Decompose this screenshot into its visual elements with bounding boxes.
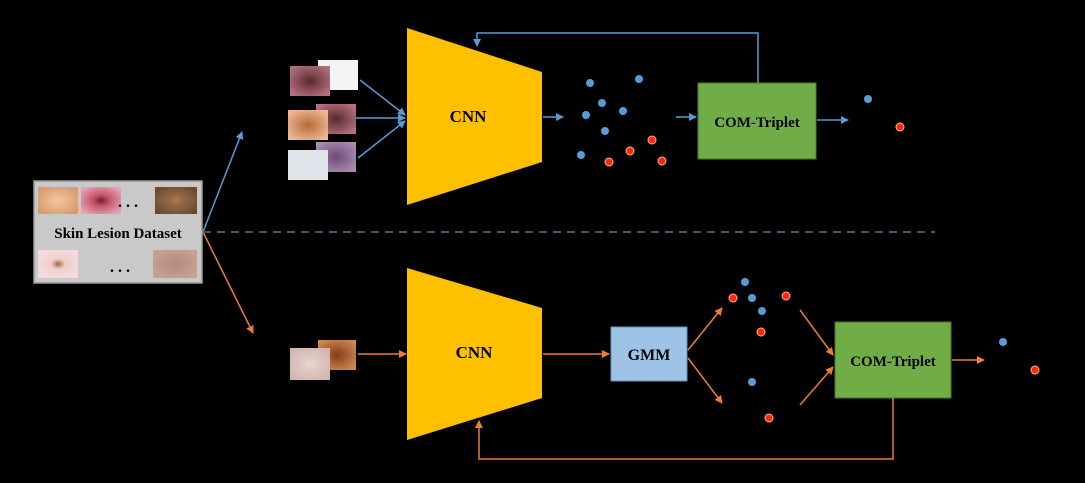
feature-point-blue [619, 107, 627, 115]
feature-point-red [728, 293, 738, 303]
feature-point-blue [758, 307, 766, 315]
com-triplet-label-top: COM-Triplet [714, 115, 800, 131]
dataset-thumbnail [38, 250, 78, 278]
cnn-trapezoid-top [407, 28, 542, 205]
output-point-blue [999, 338, 1007, 346]
feature-point-blue [598, 99, 606, 107]
feature-point-blue [748, 378, 756, 386]
top-input-images [288, 60, 358, 180]
dataset-thumbnail [38, 187, 78, 214]
lesion-thumbnail [290, 66, 330, 96]
dataset-title: Skin Lesion Dataset [54, 226, 182, 242]
dataset-panel: . . . Skin Lesion Dataset . . . [33, 180, 203, 284]
gmm-box [610, 326, 688, 382]
arrow-to-top-branch [202, 131, 244, 233]
input-arrow [359, 79, 406, 116]
dataset-thumbnail [155, 187, 197, 214]
feature-point-blue [741, 278, 749, 286]
input-arrow [357, 120, 406, 159]
output-point-red [895, 122, 905, 132]
feature-point-red [625, 146, 635, 156]
feature-point-red [657, 156, 667, 166]
cnn-label-bottom: CNN [456, 343, 494, 362]
com-triplet-label-bottom: COM-Triplet [850, 354, 936, 370]
dataset-ellipsis-top: . . . [118, 194, 138, 211]
feedback-arrow-top [473, 32, 759, 83]
cnn-trapezoid-bottom [407, 268, 542, 440]
feature-point-blue [586, 79, 594, 87]
output-point-blue [864, 95, 872, 103]
feature-point-red [647, 135, 657, 145]
feature-point-blue [601, 127, 609, 135]
dataset-thumbnail [81, 187, 121, 214]
bottom-input-images [290, 340, 356, 380]
feature-point-red [781, 291, 791, 301]
gmm-label: GMM [628, 347, 671, 364]
feature-point-blue [748, 294, 756, 302]
merge-arrow-up [799, 309, 834, 356]
feature-point-blue [577, 151, 585, 159]
gmm-split-arrow-up [687, 307, 723, 351]
output-point-red [1030, 365, 1040, 375]
com-triplet-box-bottom [834, 321, 952, 399]
feedback-arrow-bottom [475, 398, 894, 460]
dataset-thumbnail [153, 250, 197, 278]
bottom-feature-points [728, 278, 791, 423]
top-feature-points [577, 75, 667, 167]
feature-point-red [764, 413, 774, 423]
cnn-label-top: CNN [450, 107, 488, 126]
gmm-split-arrow-down [687, 357, 723, 404]
lesion-thumbnail [290, 348, 330, 380]
merge-arrow-down [799, 366, 834, 406]
arrow-to-bottom-branch [202, 231, 254, 334]
com-triplet-box-top [697, 82, 817, 160]
feature-point-red [604, 157, 614, 167]
lesion-thumbnail [288, 150, 328, 180]
feature-point-red [756, 327, 766, 337]
dataset-ellipsis-bottom: . . . [110, 259, 130, 276]
feature-point-blue [635, 75, 643, 83]
lesion-thumbnail [288, 110, 328, 140]
feature-point-blue [582, 111, 590, 119]
